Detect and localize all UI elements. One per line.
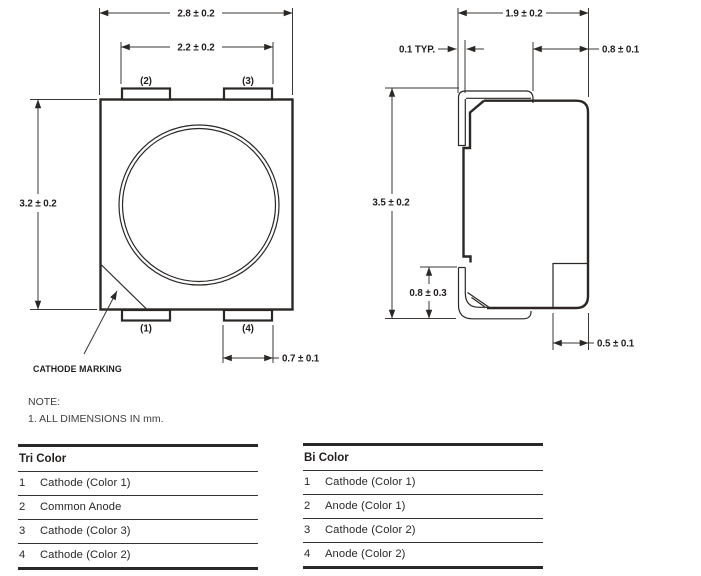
cathode-callout-arrow: [83, 290, 118, 355]
pin-3-pad: [222, 87, 274, 101]
pin-number: 3: [304, 524, 311, 536]
dim-height-label: 3.2 ± 0.2: [19, 199, 57, 210]
bottom-lead-bend-mark: [467, 292, 490, 308]
pin-number: 2: [304, 500, 311, 512]
pin-function: Anode (Color 2): [325, 548, 406, 560]
dim-standoff-label: 0.8 ± 0.3: [409, 288, 447, 299]
lens-inner-circle: [121, 127, 277, 283]
bottom-lead-outer: [457, 267, 532, 320]
pin-2-pad: [120, 87, 172, 101]
bi-color-table: Bi Color 1 Cathode (Color 1) 2 Anode (Co…: [303, 443, 543, 569]
dim-top-lead-label: 0.8 ± 0.1: [602, 45, 640, 56]
lens-outer-circle: [118, 124, 280, 286]
note-block: NOTE: 1. ALL DIMENSIONS IN mm.: [28, 394, 164, 428]
dim-inner-width-label: 2.2 ± 0.2: [177, 43, 215, 54]
package-body-outline: [99, 98, 294, 311]
bi-color-table-title: Bi Color: [303, 443, 543, 471]
dim-lead-thickness-label: 0.1 TYP.: [399, 45, 435, 56]
pin-function: Cathode (Color 2): [40, 549, 131, 561]
mechanical-drawing: 2.8 ± 0.2 2.2 ± 0.2 (2) (3) 3.2 ± 0.2: [19, 8, 640, 374]
note-title: NOTE:: [28, 396, 61, 408]
dim-outer-width-label: 2.8 ± 0.2: [177, 9, 215, 20]
bottom-lead-bend-mark: [471, 297, 486, 308]
pin-number: 1: [304, 476, 311, 488]
pin-1-label: (1): [140, 324, 152, 335]
pin-function: Cathode (Color 2): [325, 524, 416, 536]
front-view: 2.8 ± 0.2 2.2 ± 0.2 (2) (3) 3.2 ± 0.2: [19, 8, 320, 374]
pin-function: Cathode (Color 3): [40, 525, 131, 537]
pin-2-label: (2): [140, 76, 152, 87]
table-row: 2 Anode (Color 1): [303, 493, 543, 518]
pin-4-label: (4): [242, 324, 254, 335]
dim-pad-width-label: 0.7 ± 0.1: [282, 354, 320, 365]
cathode-marking-label: CATHODE MARKING: [33, 364, 122, 374]
side-body-outline: [484, 99, 590, 310]
pin-function: Anode (Color 1): [325, 500, 406, 512]
tri-color-table-title: Tri Color: [18, 444, 258, 472]
top-lead-outer: [457, 90, 534, 146]
table-row: 1 Cathode (Color 1): [18, 472, 258, 495]
pin-number: 4: [304, 548, 311, 560]
pin-number: 4: [19, 549, 26, 561]
tri-color-table: Tri Color 1 Cathode (Color 1) 2 Common A…: [18, 444, 258, 570]
note-line: 1. ALL DIMENSIONS IN mm.: [28, 413, 164, 425]
dim-depth-label: 1.9 ± 0.2: [505, 9, 543, 20]
bottom-lead-inner: [464, 267, 487, 308]
pin-function: Common Anode: [40, 501, 122, 513]
pin-3-label: (3): [242, 76, 254, 87]
table-row: 4 Anode (Color 2): [303, 541, 543, 566]
table-row: 1 Cathode (Color 1): [303, 471, 543, 494]
pin-function: Cathode (Color 1): [40, 477, 131, 489]
dim-side-height-label: 3.5 ± 0.2: [372, 198, 410, 209]
pin-number: 2: [19, 501, 26, 513]
embedded-lead-outline: [552, 262, 588, 308]
side-view: 1.9 ± 0.2 0.1 TYP. 0.8 ± 0.1 3.5 ± 0.2 0…: [372, 8, 640, 350]
pin-1-pad: [120, 308, 172, 322]
table-row: 3 Cathode (Color 2): [303, 517, 543, 542]
dim-foot-label: 0.5 ± 0.1: [597, 339, 635, 350]
table-row: 2 Common Anode: [18, 494, 258, 519]
table-row: 3 Cathode (Color 3): [18, 518, 258, 543]
side-body-left-edge: [462, 99, 485, 263]
cathode-chamfer-mark: [101, 264, 147, 310]
pin-number: 1: [19, 477, 26, 489]
pin-number: 3: [19, 525, 26, 537]
pin-function: Cathode (Color 1): [325, 476, 416, 488]
table-row: 4 Cathode (Color 2): [18, 542, 258, 567]
pin-4-pad: [222, 308, 274, 322]
